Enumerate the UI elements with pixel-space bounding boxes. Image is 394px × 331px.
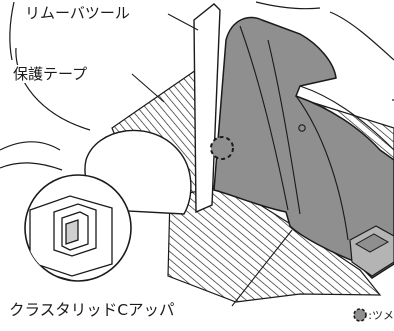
inset-detail [24,174,132,282]
legend-text: :ツメ [368,309,394,322]
claw-marker-icon [210,136,234,160]
legend: :ツメ [350,305,394,325]
leader-remover [167,13,199,31]
leader-clasp [231,229,293,307]
background-outlines [0,1,394,171]
leader-tape [131,73,165,103]
leader-lines [131,13,293,307]
remover-tool-label: リムーバツール [24,4,131,22]
clasp-upper-part [213,16,394,279]
remover-tool-shape [193,3,221,214]
clasp-details [239,25,394,241]
protective-tape-label: 保護テープ [12,65,89,83]
clasp-upper-label: クラスタリッドCアッパ [8,301,176,319]
dashed-circle-icon [353,308,368,322]
clasp-tab-face [354,233,390,253]
